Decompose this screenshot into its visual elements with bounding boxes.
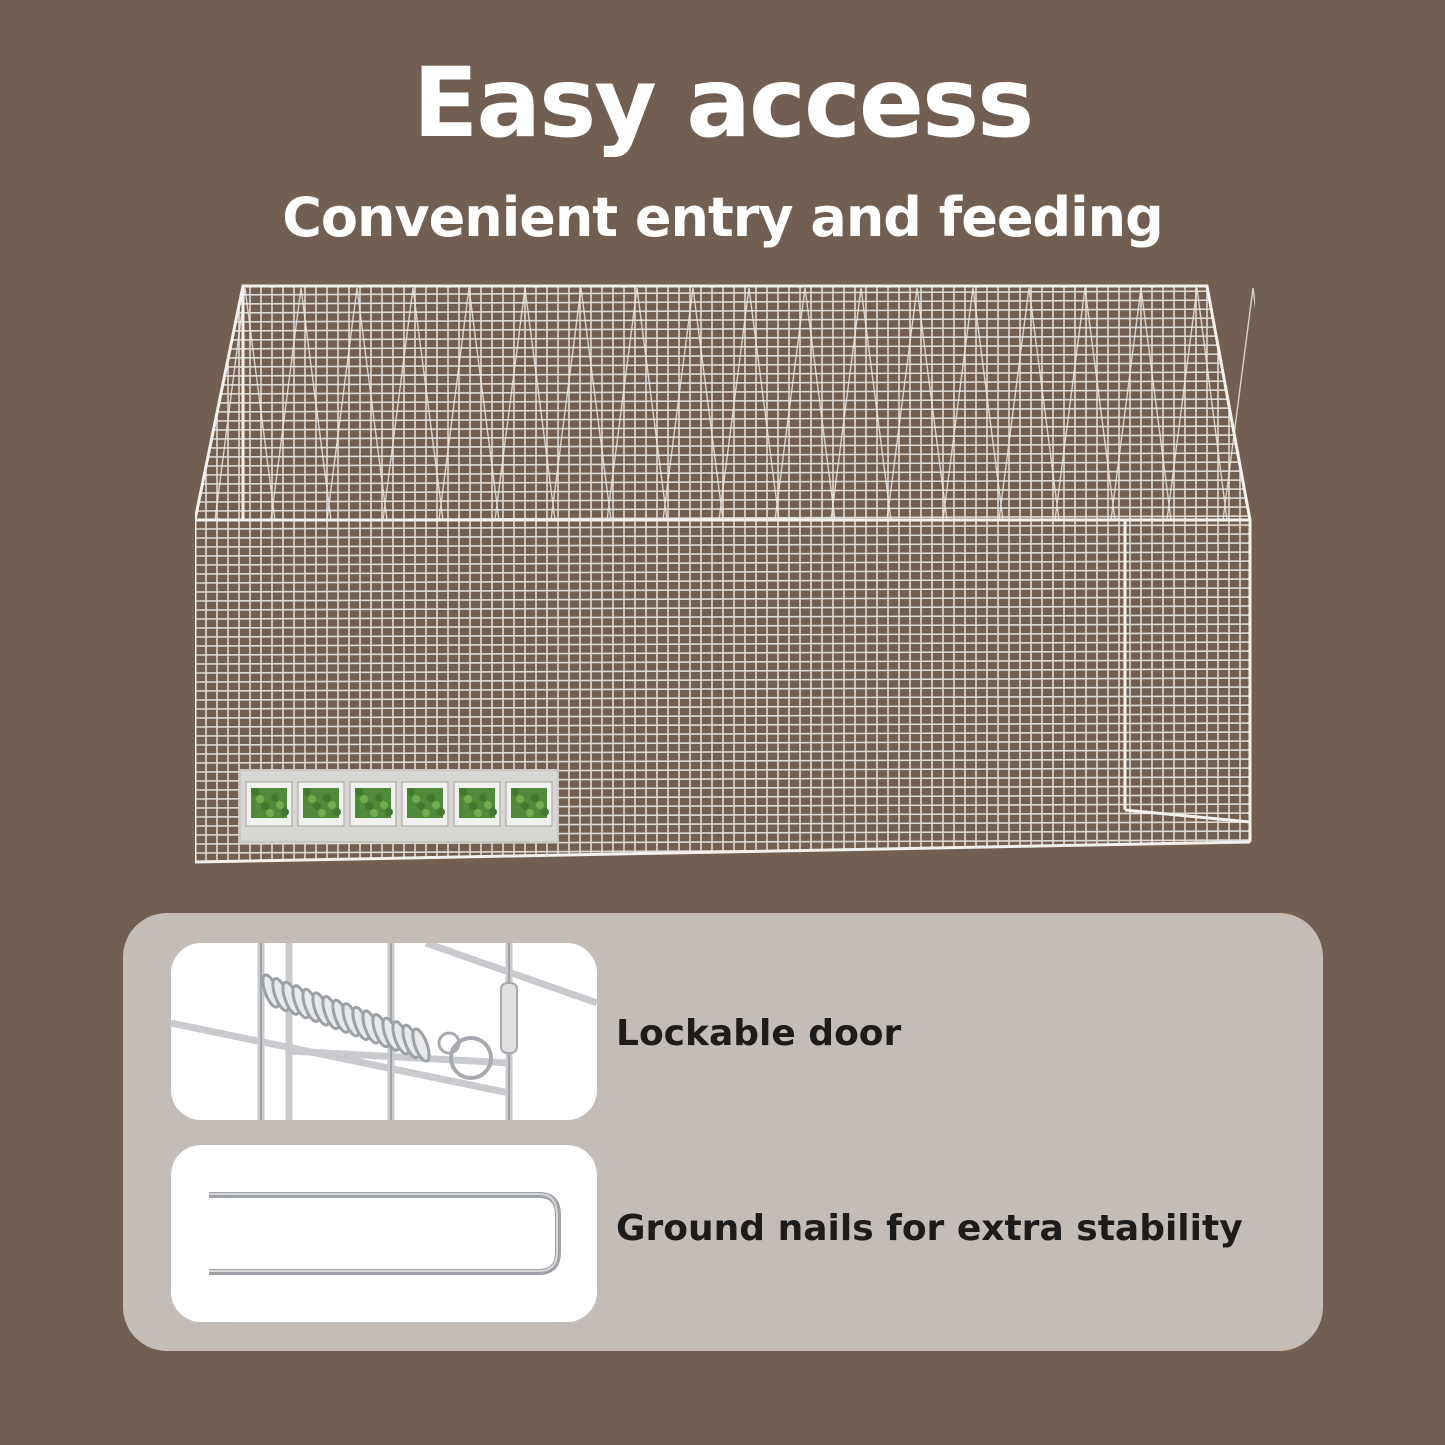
feature-label-lockable-door: Lockable door	[616, 1013, 902, 1054]
features-panel: Lockable door Ground nails for extra sta…	[123, 913, 1323, 1351]
wire-cage-illustration	[195, 284, 1255, 864]
feeding-trough	[239, 769, 559, 843]
feature-thumbnail-door	[171, 943, 597, 1120]
door-latch-icon	[171, 943, 597, 1120]
ground-nail-icon	[209, 1192, 561, 1275]
page-subtitle: Convenient entry and feeding	[282, 186, 1163, 249]
feature-label-ground-nails: Ground nails for extra stability	[616, 1208, 1243, 1249]
page-title: Easy access	[412, 47, 1034, 159]
wire-enclosure-image	[195, 282, 1255, 882]
feature-thumbnail-nails	[171, 1145, 597, 1322]
